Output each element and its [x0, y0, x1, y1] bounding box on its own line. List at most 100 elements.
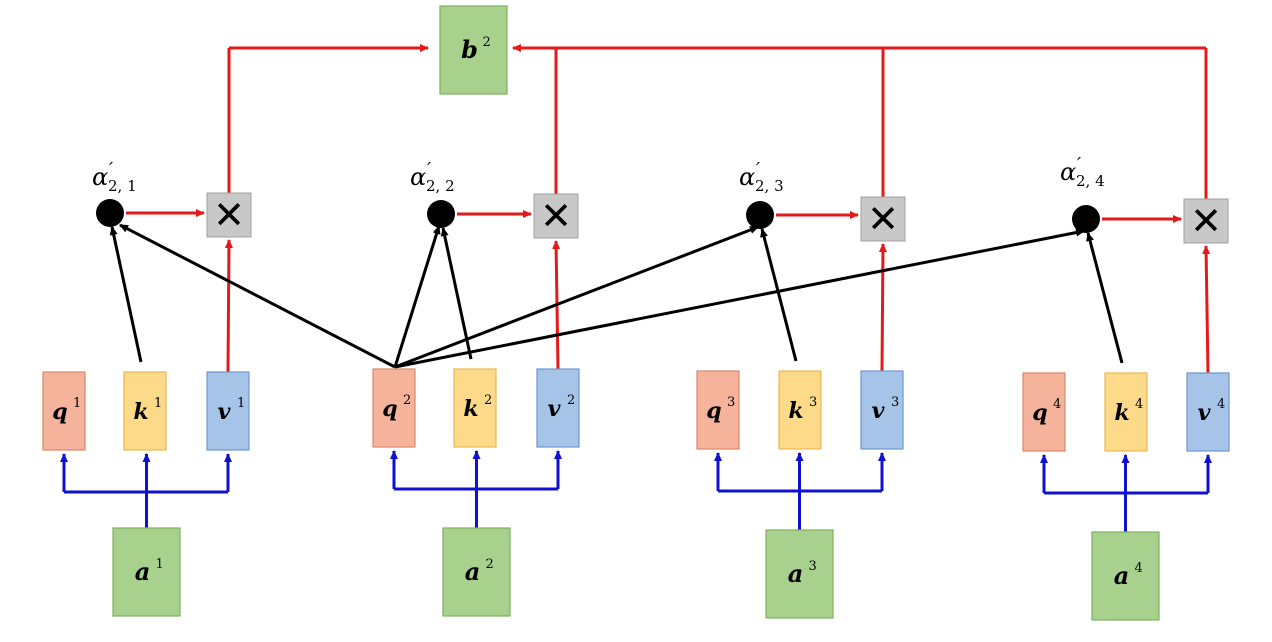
input-a3-box-rect: [765, 529, 834, 619]
multiply4-symbol: ✕: [1190, 199, 1222, 243]
alpha2-prime: ′: [427, 159, 431, 180]
multiply4-rect: [1183, 198, 1229, 244]
key-k1-box-sup: 1: [154, 396, 162, 411]
multiply1-node: ✕: [206, 192, 252, 238]
query-q3-box-label: q: [706, 398, 721, 424]
multiply2-rect: [533, 193, 579, 239]
v3-to-multiply-arrow: [878, 243, 887, 372]
value-v2-box-label: v: [548, 396, 561, 422]
value-v4-box-sup: 4: [1217, 397, 1225, 412]
alpha3-symbol: α: [739, 163, 755, 191]
alpha2-dot: [427, 200, 455, 228]
value-v1-box-sup: 1: [237, 396, 245, 411]
value-v3-box-sup: 3: [891, 395, 899, 410]
input-a1-box-sup: 1: [156, 557, 164, 572]
query-q4-box-sup: 4: [1053, 397, 1061, 412]
alpha3-subscript: 2, 3: [755, 177, 784, 195]
alpha4-subscript: 2, 4: [1076, 172, 1105, 190]
output-b2-box-sup: 2: [483, 35, 491, 50]
alpha1-label: α′2, 1: [92, 159, 137, 195]
k2-to-alpha2-arrow: [440, 227, 473, 360]
query-q4-box-rect: [1022, 372, 1066, 452]
input-a2-box-sup: 2: [486, 557, 494, 572]
q2-to-alpha3-arrow: [394, 225, 759, 369]
value-v4-box-rect: [1186, 372, 1230, 452]
alpha1-subscript: 2, 1: [108, 177, 137, 195]
key-k4-box-sup: 4: [1135, 397, 1143, 412]
k3-to-alpha3-arrow: [760, 228, 798, 362]
alpha3-prime: ′: [756, 159, 760, 180]
alpha2-subscript: 2, 2: [426, 177, 455, 195]
key-k1-box-label: k: [133, 399, 148, 425]
value-v1-box-rect: [206, 371, 250, 451]
key-k3-box-label: k: [788, 398, 803, 424]
q2-to-alpha4-arrow: [394, 228, 1085, 369]
alpha3-label: α′2, 3: [739, 159, 784, 195]
query-q2-box-sup: 2: [403, 393, 411, 408]
alpha1-prime: ′: [109, 159, 113, 180]
q2-to-alpha2-arrow: [393, 225, 441, 368]
query-q1-box-sup: 1: [73, 396, 81, 411]
multiply4-node: ✕: [1183, 198, 1229, 244]
alpha4-dot: [1072, 205, 1100, 233]
output-b2-box-rect: [439, 5, 508, 95]
q2-to-alpha1-arrow: [119, 223, 396, 369]
alpha1-dot: [96, 199, 124, 227]
input-a4-box-label: a: [1114, 561, 1130, 590]
query-q3-box-sup: 3: [727, 395, 735, 410]
k4-to-alpha4-arrow: [1086, 232, 1124, 364]
query-q4-box-label: q: [1032, 400, 1047, 426]
alpha2-symbol: α: [410, 163, 426, 191]
multiply1-rect: [206, 192, 252, 238]
query-q1-box-rect: [42, 371, 86, 451]
key-k2-box-rect: [453, 368, 497, 448]
key-k3-box-sup: 3: [809, 395, 817, 410]
multiply3-symbol: ✕: [867, 197, 899, 241]
query-q2-box-label: q: [382, 396, 397, 422]
key-k2-box-sup: 2: [484, 393, 492, 408]
multiply3-rect: [860, 196, 906, 242]
value-v1-box-label: v: [218, 399, 231, 425]
input-a4-box-sup: 4: [1135, 561, 1143, 576]
alpha3-dot: [746, 201, 774, 229]
alpha4-symbol: α: [1060, 158, 1076, 186]
input-a1-box-rect: [112, 527, 181, 617]
input-a4-box-rect: [1091, 531, 1160, 621]
key-k1-box-rect: [123, 371, 167, 451]
v1-to-multiply-arrow: [224, 239, 233, 373]
input-a3-box-label: a: [788, 559, 804, 588]
value-v3-box-label: v: [872, 398, 885, 424]
input-a1-box-label: a: [135, 557, 151, 586]
value-v2-box-sup: 2: [567, 393, 575, 408]
k1-to-alpha1-arrow: [109, 226, 143, 363]
multiply3-node: ✕: [860, 196, 906, 242]
alpha4-prime: ′: [1077, 154, 1081, 175]
value-v2-box-rect: [536, 368, 580, 448]
key-k2-box-label: k: [463, 396, 478, 422]
input-a2-box-rect: [442, 527, 511, 617]
query-q1-box-label: q: [52, 399, 67, 425]
key-k3-box-rect: [778, 370, 822, 450]
output-b2-box-label: b: [461, 35, 478, 64]
query-q2-box-rect: [372, 368, 416, 448]
v4-to-multiply-arrow: [1202, 245, 1211, 374]
multiply1-symbol: ✕: [213, 193, 245, 237]
value-v4-box-label: v: [1198, 400, 1211, 426]
alpha1-symbol: α: [92, 163, 108, 191]
query-q3-box-rect: [696, 370, 740, 450]
alpha4-label: α′2, 4: [1060, 154, 1105, 190]
